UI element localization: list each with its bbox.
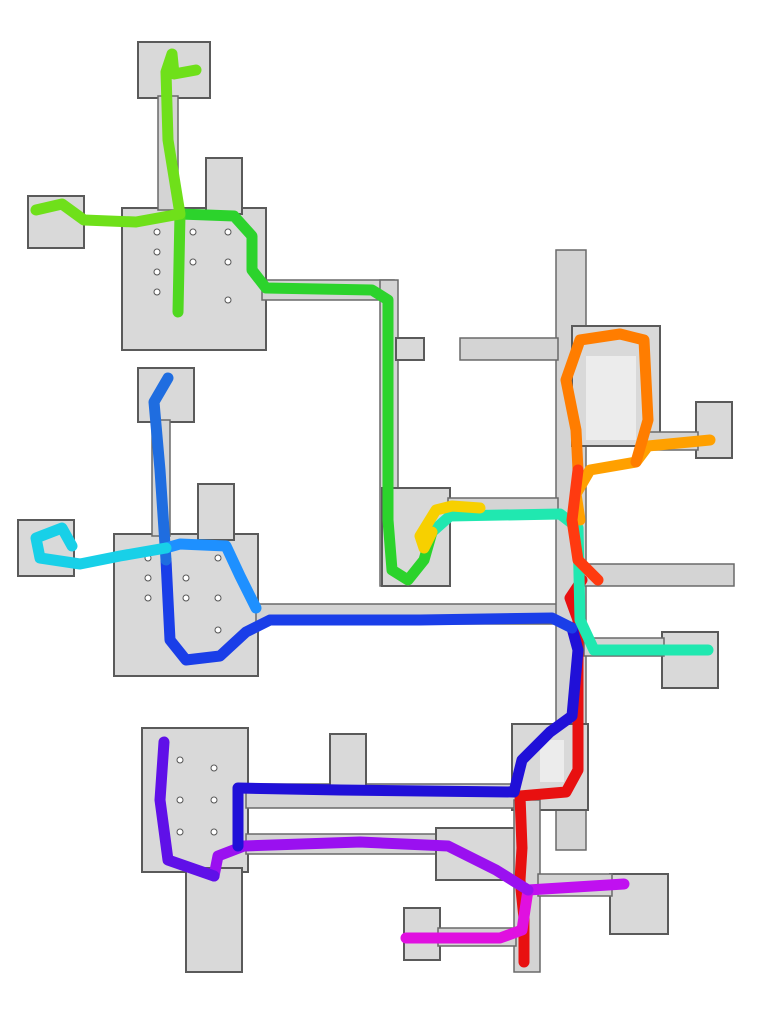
room-bottom-alcove [329, 733, 367, 787]
room-mid-tower [197, 483, 235, 541]
fixture-dot [176, 756, 184, 764]
trajectory-segment [30, 522, 172, 570]
trajectory-segment [30, 48, 202, 228]
trajectory-segment [400, 884, 534, 944]
room-block-middle [17, 367, 563, 677]
corridor-right-east-strip [583, 563, 735, 587]
fixture-dot [214, 594, 222, 602]
fixture-dot [224, 258, 232, 266]
room-right-bottom-inner [540, 740, 564, 782]
trajectory-segment [208, 836, 534, 896]
room-right-upper-inner [586, 356, 636, 440]
room-bottom-tower [185, 867, 243, 973]
room-right-lower-annex [661, 631, 719, 689]
fixture-dot [210, 828, 218, 836]
fixture-dot [153, 268, 161, 276]
fixture-dot [182, 574, 190, 582]
fixture-dot [189, 228, 197, 236]
fixture-dot [189, 258, 197, 266]
trajectory-segment [160, 538, 262, 614]
trajectory-segment [154, 736, 220, 882]
room-right-east-annex [695, 401, 733, 459]
trajectory-segment [560, 328, 654, 476]
room-top-tower [205, 157, 243, 215]
fixture-dot [182, 594, 190, 602]
fixture-dot [176, 796, 184, 804]
trajectory-segment [172, 208, 186, 318]
fixture-dot [153, 248, 161, 256]
fixture-dot [210, 764, 218, 772]
trajectory-segment [148, 372, 174, 566]
trajectory-segment [414, 500, 486, 554]
fixture-dot [224, 228, 232, 236]
trajectory-path [30, 48, 716, 968]
trajectory-segment [160, 554, 578, 666]
fixture-dot [214, 626, 222, 634]
fixture-dot [224, 296, 232, 304]
trajectory-segment [174, 208, 438, 586]
fixture-dot [153, 228, 161, 236]
corridor-right-north-west [459, 337, 559, 361]
fixture-dot [214, 554, 222, 562]
fixtures [144, 228, 232, 836]
trajectory-segment [566, 464, 604, 586]
fixture-dot [144, 594, 152, 602]
trajectory-segment [232, 622, 584, 852]
fixture-dot [176, 828, 184, 836]
fixture-dot [210, 796, 218, 804]
trajectory-segment [522, 878, 630, 896]
room-center-alcove [395, 337, 425, 361]
fixture-dot [144, 574, 152, 582]
fixture-dot [153, 288, 161, 296]
